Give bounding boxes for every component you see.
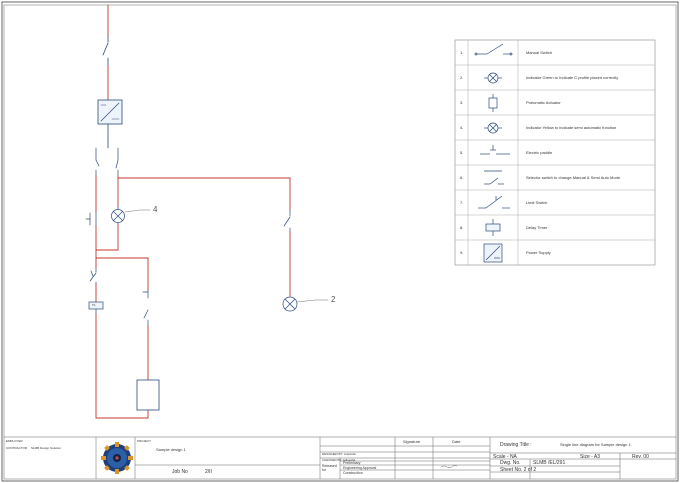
company-logo: [101, 442, 133, 474]
legend-row-label: Power Supply: [526, 250, 551, 255]
selector-switch-icon: [484, 170, 504, 185]
drawing-title-value: Single line diagram for Sample design 1: [560, 442, 631, 447]
legend-row-number: 1.: [460, 50, 464, 55]
schematic: [85, 4, 329, 419]
released-item-engineering-approval: Engineering Approval: [343, 465, 377, 470]
legend-row-number: 2.: [460, 75, 464, 80]
push-button-icon: [480, 145, 510, 155]
legend-row-number: 4.: [460, 125, 464, 130]
project-value: Sample design 1: [156, 447, 186, 452]
callout-label-2: 2: [331, 295, 336, 304]
indicator-lamp-icon: [282, 296, 298, 312]
indicator-lamp-icon: [111, 205, 125, 225]
power-supply-icon: [483, 243, 503, 263]
limit-switch-icon: [283, 209, 291, 233]
released-item-preliminary: Preliminary: [343, 461, 361, 465]
legend-row-label: Electric paddle: [526, 150, 553, 155]
legend-row-label: Indicator Yellow to indicate semi automa…: [526, 125, 617, 130]
delay-timer-icon: [88, 301, 104, 315]
callout-label-4: 4: [153, 205, 158, 214]
power-supply-icon: [97, 99, 123, 125]
date-label: Date: [452, 439, 461, 444]
selector-switch-icon: [95, 147, 119, 177]
contractor-value: SLMB Design Solution: [31, 446, 62, 450]
legend-row-number: 9.: [460, 250, 464, 255]
contractor-label: CONTRACTOR: [6, 446, 28, 450]
signature-label: Signature: [403, 439, 421, 444]
legend-row-label: Delay Timer: [526, 225, 548, 230]
limit-switch-icon: [478, 195, 510, 209]
dwg-no-label: Dwg. No.: [500, 460, 521, 466]
dwg-no-value: SLMB /EL/291: [533, 460, 566, 466]
manual-switch-icon: [474, 43, 513, 56]
size: Size - A3: [580, 453, 601, 460]
legend-row-label: Pneumatic Actuator: [526, 100, 561, 105]
pneumatic-actuator-icon: [488, 94, 498, 112]
designed-by: DESIGNED BY: Aravinda: [322, 452, 356, 456]
delay-timer-icon: [485, 219, 501, 236]
job-no-label: Job No: [172, 469, 188, 475]
signature-mark: [440, 465, 458, 469]
legend-row-number: 7.: [460, 200, 464, 205]
sheet-no: Sheet No. 2 of 2: [500, 466, 537, 473]
legend-table: [454, 39, 656, 266]
limit-switch-icon: [89, 267, 97, 285]
legend-row-label: Manual Switch: [526, 50, 553, 55]
title-block-grid: [4, 436, 676, 479]
legend-row-label: Selector switch to change Manual & Semi …: [526, 175, 621, 180]
employer-label: EMPLOYER: [6, 439, 23, 443]
callout-2-leader: [296, 299, 329, 303]
manual-switch-icon: [142, 289, 149, 327]
legend-row-label: Limit Switch: [526, 200, 548, 205]
scale: Scale - NA: [493, 453, 517, 460]
revision: Rev. 00: [632, 453, 649, 460]
legend-row-number: 5.: [460, 150, 464, 155]
legend-row-number: 8.: [460, 225, 464, 230]
callout-4-leader: [124, 209, 151, 213]
legend-row-number: 3.: [460, 100, 464, 105]
push-button-icon: [85, 211, 97, 227]
drawing-title-label: Drawing Title :: [500, 442, 532, 448]
released-item-construction: Construction: [343, 470, 363, 475]
timer-text: T1: [92, 303, 96, 307]
checked-by: CHECKED BY: Adinesha: [322, 457, 356, 462]
legend-row-label: Indicator Green to Indicate C profile pl…: [526, 75, 619, 80]
main-manual-switch-icon: [102, 35, 109, 67]
project-label: PROJECT: [137, 439, 152, 443]
legend-row-number: 6.: [460, 175, 464, 180]
job-no-value: 2/II: [205, 469, 212, 475]
pneumatic-actuator-icon: [136, 379, 160, 411]
indicator-lamp-icon: [484, 72, 502, 84]
released-for-label: Released for: [322, 464, 337, 473]
indicator-lamp-icon: [484, 122, 502, 134]
